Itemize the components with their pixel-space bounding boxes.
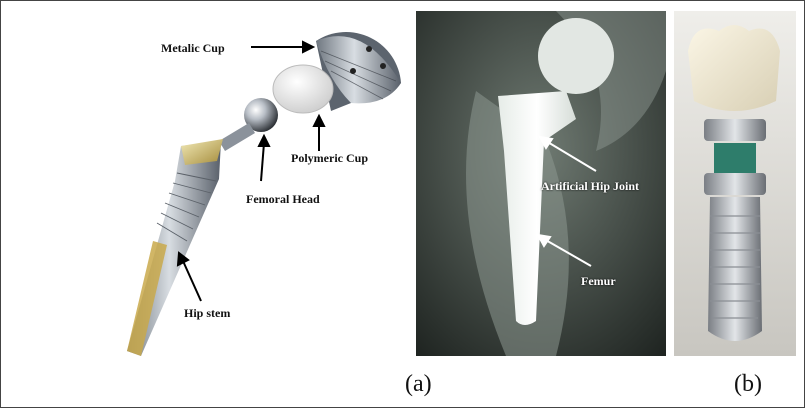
hip-stem-shape: [127, 139, 223, 356]
crown-shape: [688, 25, 780, 111]
hip-implant-illustration: [101, 11, 411, 361]
caption-a: (a): [405, 371, 432, 398]
polymeric-cup-shape: [273, 65, 333, 113]
stem-neck-shape: [219, 123, 255, 151]
femur-label: Femur: [581, 274, 616, 289]
polymeric-cup-label: Polymeric Cup: [291, 151, 368, 166]
femoral-head-label: Femoral Head: [246, 192, 320, 207]
artificial-hip-joint-label: Artificial Hip Joint: [541, 179, 639, 194]
caption-b: (b): [734, 371, 762, 398]
hip-stem-label: Hip stem: [184, 306, 230, 321]
screw-shape: [708, 197, 762, 341]
metalic-cup-label: Metalic Cup: [161, 41, 225, 56]
dental-implant-image: [674, 11, 796, 356]
